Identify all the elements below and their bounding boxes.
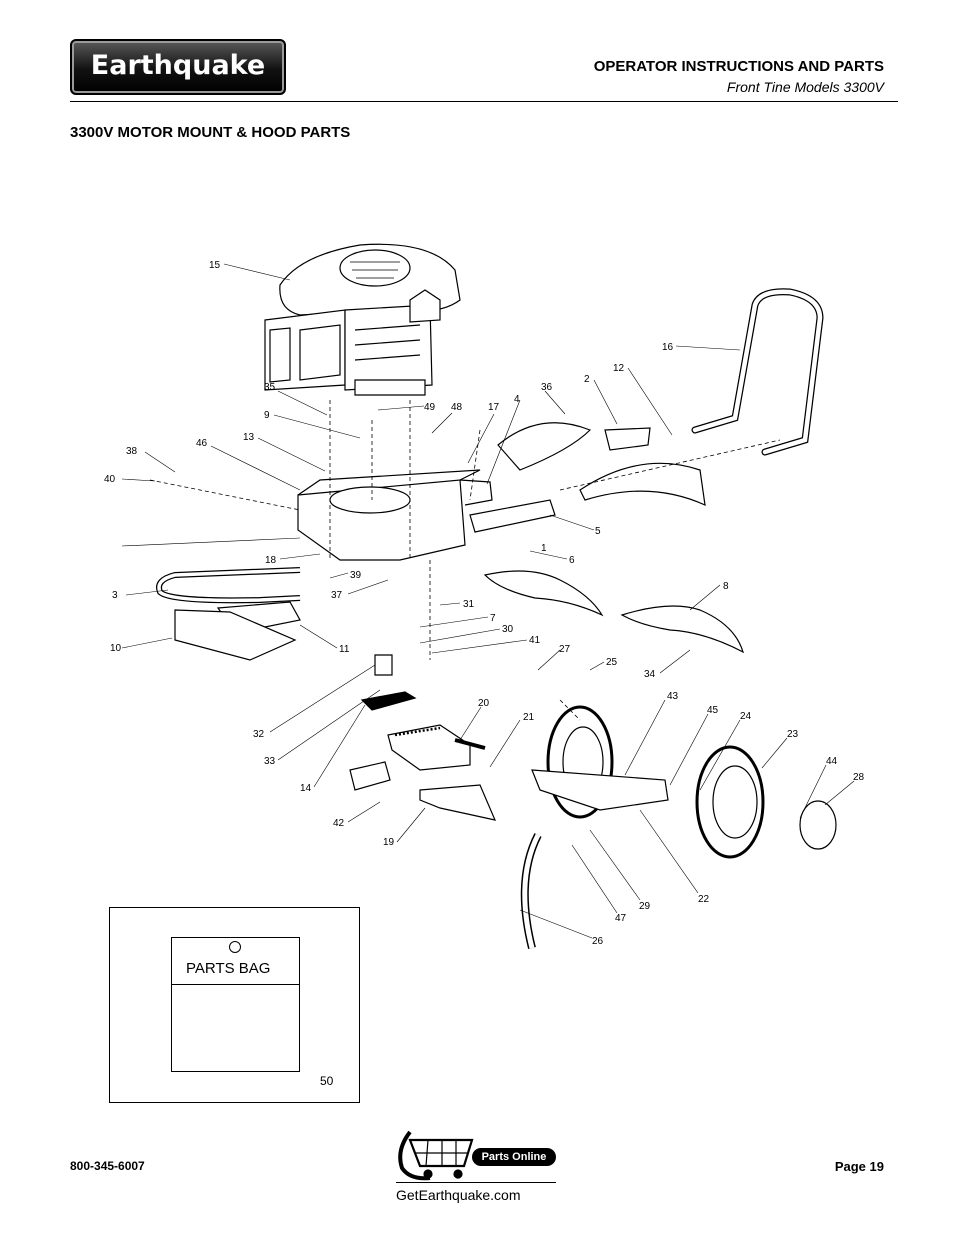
- tube-drawing: [469, 499, 556, 533]
- part-label-36: 36: [541, 382, 553, 393]
- part-label-24: 24: [740, 711, 752, 722]
- parts-bag: PARTS BAG: [171, 937, 300, 1072]
- parts-online-badge: Parts Online: [472, 1148, 556, 1166]
- part-label-39: 39: [350, 570, 362, 581]
- part-label-43: 43: [667, 691, 679, 702]
- bag-seal-line: [172, 984, 299, 985]
- earthquake-logo: Earthquake: [70, 39, 286, 95]
- part-label-40: 40: [104, 474, 116, 485]
- axle-bracket-drawing: [531, 769, 669, 811]
- page-number: Page 19: [834, 1159, 884, 1174]
- part-label-48: 48: [451, 402, 463, 413]
- part-label-7: 7: [490, 613, 496, 624]
- part-label-19: 19: [383, 837, 395, 848]
- part-label-31: 31: [463, 599, 475, 610]
- part-label-23: 23: [787, 729, 799, 740]
- part-label-32: 32: [253, 729, 265, 740]
- part-label-47: 47: [615, 913, 627, 924]
- part-label-2: 2: [584, 374, 590, 385]
- parts-bag-frame: [109, 907, 360, 1103]
- part-label-44: 44: [826, 756, 838, 767]
- part-label-4: 4: [514, 394, 520, 405]
- part-label-33: 33: [264, 756, 276, 767]
- part-label-38: 38: [126, 446, 138, 457]
- part-label-41: 41: [529, 635, 541, 646]
- part-label-14: 14: [300, 783, 312, 794]
- part-label-6: 6: [569, 555, 575, 566]
- part-label-11: 11: [339, 644, 350, 655]
- part-label-8: 8: [723, 581, 729, 592]
- part-label-27: 27: [559, 644, 571, 655]
- assembly-lines: [149, 400, 781, 721]
- part-label-25: 25: [606, 657, 618, 668]
- hood-left-drawing: [497, 422, 592, 471]
- part-label-29: 29: [639, 901, 651, 912]
- part-label-26: 26: [592, 936, 604, 947]
- footer-phone: 800-345-6007: [70, 1159, 145, 1173]
- bag-hang-hole: [229, 941, 241, 953]
- part-label-21: 21: [523, 712, 535, 723]
- part-label-20: 20: [478, 698, 490, 709]
- part-label-1: 1: [541, 543, 547, 554]
- part-label-45: 45: [707, 705, 719, 716]
- part-label-35: 35: [264, 382, 276, 393]
- tine-assembly-drawing: [349, 724, 497, 821]
- flap-left-drawing: [483, 570, 604, 617]
- belt-drawing: [360, 691, 417, 711]
- pulley-drawing: [374, 654, 393, 676]
- part-label-34: 34: [644, 669, 656, 680]
- engine-drawing: [264, 243, 461, 396]
- part-label-10: 10: [110, 643, 122, 654]
- parts-bag-number: 50: [320, 1074, 334, 1088]
- logo-text: Earthquake: [90, 50, 266, 81]
- website-link[interactable]: GetEarthquake.com: [396, 1187, 521, 1203]
- part-label-30: 30: [502, 624, 514, 635]
- parts-bag-label: PARTS BAG: [186, 960, 271, 977]
- section-title: 3300V MOTOR MOUNT & HOOD PARTS: [70, 124, 351, 141]
- part-label-12: 12: [613, 363, 625, 374]
- part-label-18: 18: [265, 555, 277, 566]
- document-title: OPERATOR INSTRUCTIONS AND PARTS: [593, 58, 884, 75]
- leader-lines: [121, 263, 855, 939]
- part-label-42: 42: [333, 818, 345, 829]
- document-subtitle: Front Tine Models 3300V: [726, 79, 884, 95]
- part-label-13: 13: [243, 432, 255, 443]
- part-label-15: 15: [209, 260, 221, 271]
- bracket-10-drawing: [174, 609, 297, 661]
- footer-divider: [396, 1182, 556, 1183]
- part-label-49: 49: [424, 402, 436, 413]
- part-label-17: 17: [488, 402, 500, 413]
- part-label-9: 9: [264, 410, 270, 421]
- part-number-labels: 1 2 3 4 5 6 7 8 9 10 11 12 13 14 15 16 1…: [104, 260, 865, 947]
- part-label-5: 5: [595, 526, 601, 537]
- part-label-46: 46: [196, 438, 208, 449]
- part-label-37: 37: [331, 590, 343, 601]
- part-label-22: 22: [698, 894, 710, 905]
- header-divider: [70, 101, 898, 102]
- flap-right-drawing: [620, 605, 744, 654]
- part-label-28: 28: [853, 772, 865, 783]
- part-label-16: 16: [662, 342, 674, 353]
- part-label-3: 3: [112, 590, 118, 601]
- hub-cap-drawing: [799, 800, 837, 850]
- hood-right-drawing: [579, 462, 706, 506]
